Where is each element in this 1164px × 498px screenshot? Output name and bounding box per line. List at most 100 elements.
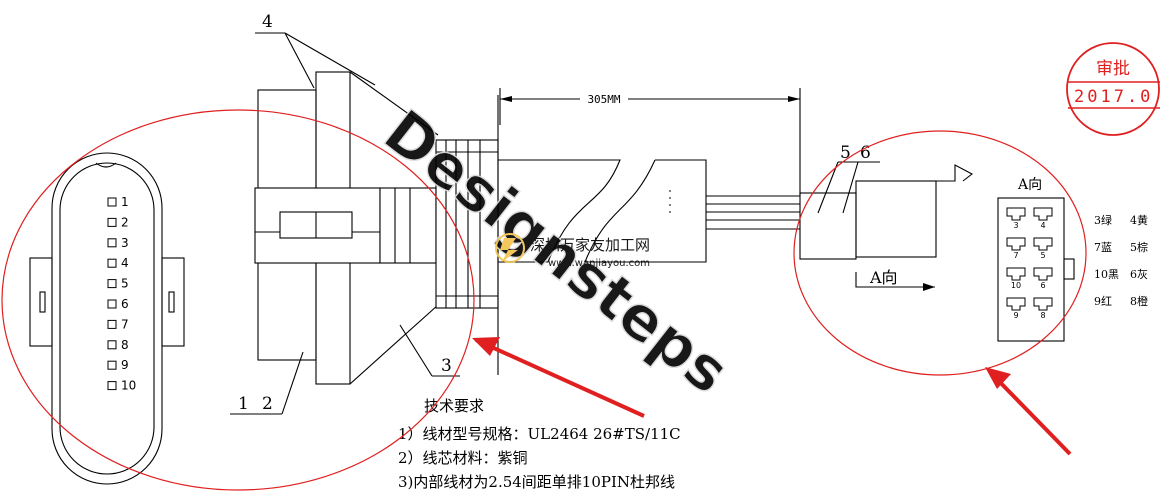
logo-ring	[495, 233, 525, 263]
dimension-label: 305MM	[587, 93, 620, 106]
leader-5	[817, 161, 839, 214]
pin-square-icon	[107, 360, 117, 370]
approval-stamp: 审批 2017.0	[1066, 42, 1160, 136]
cavity-number: 4	[1040, 221, 1045, 230]
cable	[498, 159, 800, 263]
cavity-number: 9	[1013, 311, 1018, 320]
wire-color-right: 4黄	[1130, 213, 1148, 227]
collar	[379, 187, 437, 264]
cavity-icon	[1006, 267, 1026, 281]
stamp-date: 2017.0	[1074, 87, 1153, 107]
tech-req-item: 1）线材型号规格：UL2464 26#TS/11C	[398, 425, 681, 443]
wire-color-legend: 3绿 4黄 7蓝 5棕 10黑 6灰 9红 8橙	[1094, 213, 1148, 308]
annotation-circle-right	[793, 130, 1087, 376]
callouts: 4 1 2 3 5 6	[230, 12, 880, 415]
red-annotations	[1, 109, 1087, 491]
view-a-title: A向	[1017, 177, 1042, 193]
left-latch	[29, 257, 53, 347]
pin-label: 10	[121, 379, 136, 393]
wire-color-right: 5棕	[1130, 240, 1148, 254]
tech-requirements: 技术要求 1）线材型号规格：UL2464 26#TS/11C 2）线芯材料：紫铜…	[398, 397, 681, 491]
cavity-number: 5	[1040, 251, 1045, 260]
view-a: A向 3 4 7 5 10 6 9 8 3绿 4黄 7蓝 5棕 10黑 6灰 9红 8橙	[997, 177, 1148, 342]
pin-square-icon	[107, 258, 117, 268]
view-a-outline	[997, 197, 1065, 342]
leader-3	[399, 324, 433, 377]
leader-4b	[284, 32, 376, 86]
callout-2: 2	[262, 394, 273, 414]
right-latch	[161, 257, 185, 347]
view-a-cavities: 3 4 7 5 10 6 9 8	[1006, 207, 1053, 320]
wire-color-right: 6灰	[1130, 267, 1148, 281]
pin-square-icon	[107, 217, 117, 227]
annotation-arrowhead-right	[985, 367, 1011, 389]
cavity-icon	[1006, 297, 1026, 311]
cavity-number: 6	[1040, 281, 1045, 290]
length-dimension: 305MM	[499, 88, 801, 195]
watermark-logo	[495, 233, 525, 263]
pin-label: 2	[121, 215, 129, 229]
callout-4: 4	[262, 12, 273, 32]
cavity-icon	[1033, 237, 1053, 251]
pin-label: 3	[121, 236, 129, 250]
pin-square-icon	[107, 197, 117, 207]
cable-segment-left	[498, 159, 621, 263]
logo-bolt-icon	[500, 238, 518, 262]
taper-top-edge	[349, 71, 439, 136]
pin-square-icon	[107, 340, 117, 350]
wire-color-left: 10黑	[1094, 268, 1119, 281]
cavity-number: 7	[1013, 251, 1018, 260]
pin-label: 7	[121, 317, 129, 331]
face-inner-shell	[59, 162, 155, 475]
leader-4	[284, 32, 315, 89]
view-a-arrowhead	[923, 283, 935, 291]
pin-label: 6	[121, 297, 129, 311]
view-a-arrow-label: A向	[869, 268, 898, 287]
watermark-site-url: www.wanjiayou.com	[548, 258, 650, 269]
pin-square-icon	[107, 381, 117, 391]
housing-top-edge	[856, 164, 974, 182]
dim-arrow-right	[788, 96, 800, 102]
view-a-arrow-line	[855, 272, 935, 288]
pin-label: 1	[121, 195, 129, 209]
polarization-notch	[95, 162, 117, 168]
cavity-number: 8	[1040, 311, 1045, 320]
callout-1: 1	[238, 394, 249, 414]
watermark-site-cn: 深圳万家友加工网	[530, 236, 650, 254]
left-latch-slot	[39, 291, 46, 313]
stamp-circle	[1066, 42, 1160, 136]
connector-side-view	[254, 71, 499, 385]
annotation-arrowhead-left	[472, 337, 500, 356]
dim-label-bg	[580, 91, 628, 105]
wire-color-left: 7蓝	[1094, 241, 1112, 254]
wire-color-right: 8橙	[1130, 294, 1148, 308]
leader-12	[281, 351, 304, 415]
leader-6	[842, 161, 859, 214]
pin-square-icon	[107, 299, 117, 309]
pin-square-icon	[107, 319, 117, 329]
right-latch-slot	[168, 291, 175, 313]
face-outer-shell	[51, 152, 163, 485]
pin-label: 9	[121, 358, 129, 372]
callout-3: 3	[441, 356, 452, 376]
cavity-number: 10	[1011, 281, 1021, 290]
cavity-number: 3	[1013, 221, 1018, 230]
dupont-housing: A向	[799, 164, 974, 291]
wire-color-left: 9红	[1094, 295, 1112, 308]
pin-label: 5	[121, 277, 129, 291]
cavity-icon	[1033, 207, 1053, 221]
tech-req-item: 2）线芯材料：紫铜	[398, 449, 528, 467]
annotation-arrow-left	[475, 338, 645, 418]
tech-req-item: 3)内部线材为2.54间距单排10PIN杜邦线	[398, 473, 675, 491]
wire-color-left: 3绿	[1094, 213, 1112, 227]
cable-segment-right	[584, 159, 707, 263]
pin-label: 4	[121, 256, 129, 270]
taper-bottom-edge	[349, 304, 439, 385]
housing-body	[855, 180, 937, 258]
annotation-circle-left	[1, 109, 475, 491]
dim-arrow-left	[500, 96, 512, 102]
